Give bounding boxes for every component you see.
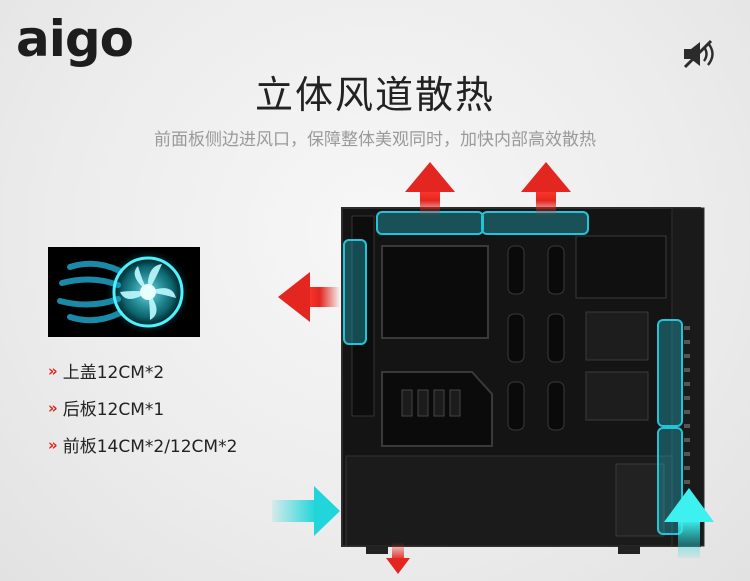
list-item: » 前板14CM*2/12CM*2 <box>48 426 237 463</box>
speaker-muted-icon[interactable] <box>680 38 716 70</box>
page-title: 立体风道散热 <box>254 73 495 117</box>
spec-text-rear: 后板12CM*1 <box>62 400 165 420</box>
list-item: » 上盖12CM*2 <box>48 352 237 389</box>
chevron-right-icon: » <box>48 435 58 454</box>
pc-case-illustration <box>272 162 714 574</box>
spec-text-top: 上盖12CM*2 <box>62 363 165 383</box>
chevron-right-icon: » <box>48 398 58 417</box>
fan-spec-list: » 上盖12CM*2 » 后板12CM*1 » 前板14CM*2/12CM*2 <box>48 352 237 463</box>
chevron-right-icon: » <box>48 361 58 380</box>
spec-text-front: 前板14CM*2/12CM*2 <box>62 437 238 457</box>
glowing-fan-image <box>48 247 200 337</box>
page-subtitle: 前面板侧边进风口，保障整体美观同时，加快内部高效散热 <box>154 130 596 150</box>
list-item: » 后板12CM*1 <box>48 389 237 426</box>
fan-icon <box>57 250 190 334</box>
aigo-logo: aigo <box>16 10 134 68</box>
